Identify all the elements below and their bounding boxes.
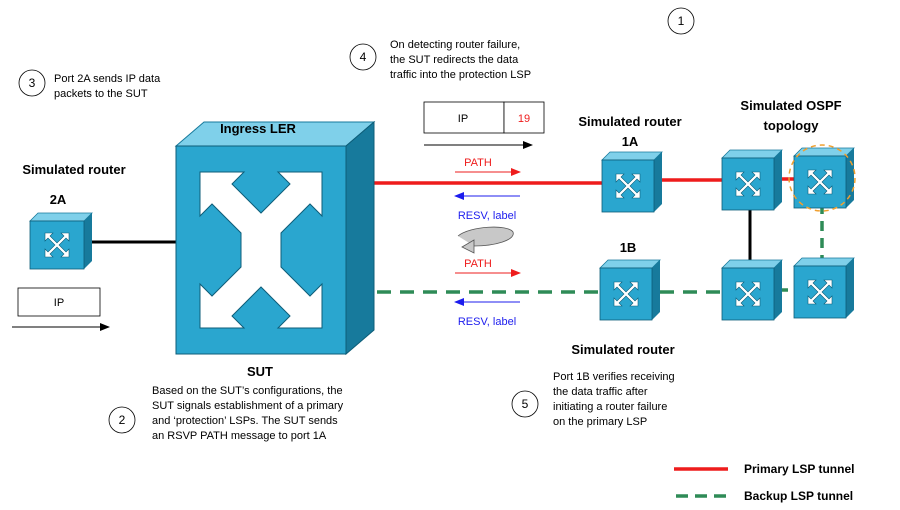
top-packet-label: 19 bbox=[518, 113, 530, 125]
step-3-text-line2: packets to the SUT bbox=[54, 88, 148, 100]
router-2a-title: Simulated router bbox=[22, 162, 125, 177]
router-failure-circle bbox=[788, 144, 856, 212]
legend-backup-label: Backup LSP tunnel bbox=[744, 489, 853, 503]
ospf-router-top-right-icon bbox=[793, 147, 855, 209]
router-1b-title: Simulated router bbox=[571, 342, 674, 357]
step-4-text-line2: the SUT redirects the data bbox=[390, 54, 519, 66]
step-3-circle bbox=[18, 69, 46, 97]
step-2-text-line4: an RSVP PATH message to port 1A bbox=[152, 430, 327, 442]
bottom-packet-ip: IP bbox=[54, 297, 64, 309]
ospf-title-line1: Simulated OSPF bbox=[740, 98, 841, 113]
router-2a-label: 2A bbox=[50, 192, 67, 207]
path-bottom-label: PATH bbox=[464, 258, 492, 270]
top-packet: IP 19 bbox=[423, 101, 545, 149]
router-1a-icon bbox=[601, 151, 663, 213]
resv-top-label: RESV, label bbox=[458, 210, 516, 222]
ingress-ler-label: Ingress LER bbox=[220, 121, 296, 136]
step-3-text-line1: Port 2A sends IP data bbox=[54, 73, 161, 85]
ospf-router-bottom-left-icon bbox=[721, 259, 783, 321]
step-1-circle bbox=[667, 7, 695, 35]
ospf-router-bottom-right-icon bbox=[793, 257, 855, 319]
step-5-text-line2: the data traffic after bbox=[553, 386, 648, 398]
resv-bottom-label: RESV, label bbox=[458, 316, 516, 328]
sut-label: SUT bbox=[247, 364, 273, 379]
router-1b-icon bbox=[599, 259, 661, 321]
legend: Primary LSP tunnel Backup LSP tunnel bbox=[674, 462, 854, 503]
router-1a-label: 1A bbox=[622, 134, 639, 149]
step-5-circle bbox=[511, 390, 539, 418]
step-2-number: 2 bbox=[119, 413, 126, 427]
step-2-text-line3: and ‘protection’ LSPs. The SUT sends bbox=[152, 415, 338, 427]
step-2-circle bbox=[108, 406, 136, 434]
step-4-text-line3: traffic into the protection LSP bbox=[390, 69, 531, 81]
router-2a-icon bbox=[29, 212, 93, 270]
ospf-title-line2: topology bbox=[764, 118, 820, 133]
router-1a-title: Simulated router bbox=[578, 114, 681, 129]
step-1-number: 1 bbox=[678, 14, 685, 28]
step-4-text-line1: On detecting router failure, bbox=[390, 39, 520, 51]
step-5-text-line3: initiating a router failure bbox=[553, 401, 667, 413]
sut-router-icon bbox=[174, 120, 376, 356]
bottom-packet: IP bbox=[12, 287, 110, 331]
step-2-text-line2: SUT signals establishment of a primary bbox=[152, 400, 344, 412]
router-1b-label: 1B bbox=[620, 240, 637, 255]
step-5-text-line1: Port 1B verifies receiving bbox=[553, 371, 675, 383]
top-packet-ip: IP bbox=[458, 113, 468, 125]
redirect-curved-arrow-icon bbox=[457, 226, 514, 254]
step-3-number: 3 bbox=[29, 76, 36, 90]
legend-primary-label: Primary LSP tunnel bbox=[744, 462, 854, 476]
path-top-label: PATH bbox=[464, 157, 492, 169]
step-2-text-line1: Based on the SUT’s configurations, the bbox=[152, 385, 343, 397]
step-5-number: 5 bbox=[522, 397, 529, 411]
ospf-router-top-left-icon bbox=[721, 149, 783, 211]
step-5-text-line4: on the primary LSP bbox=[553, 416, 647, 428]
step-4-number: 4 bbox=[360, 50, 367, 64]
step-4-circle bbox=[349, 43, 377, 71]
